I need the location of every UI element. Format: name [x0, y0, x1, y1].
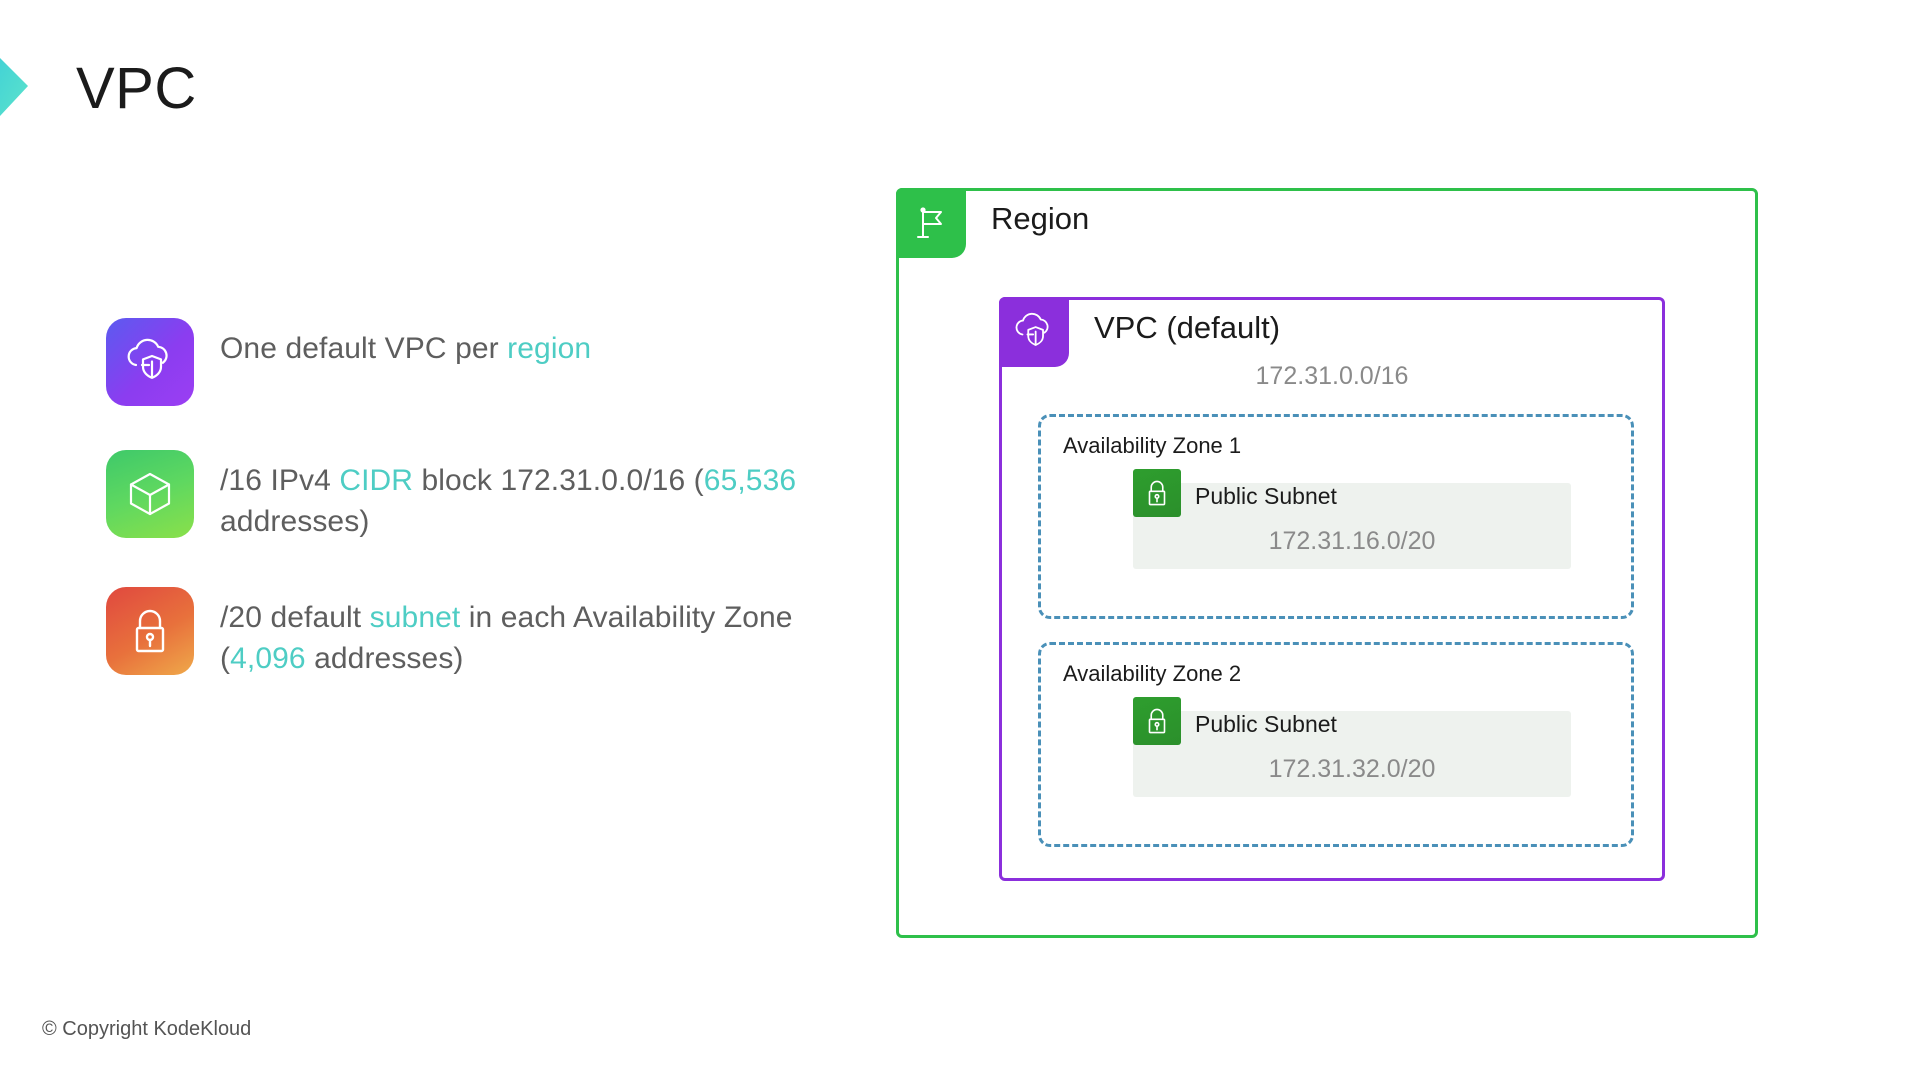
availability-zone-1: Availability Zone 1 Public Subnet 172.31…: [1038, 414, 1634, 619]
text-segment: in each Availability Zone (: [220, 600, 793, 676]
text-segment-highlight: CIDR: [339, 464, 414, 497]
lock-icon: [1133, 697, 1181, 745]
cloud-shield-icon: [999, 297, 1069, 367]
page-title: VPC: [76, 56, 197, 121]
availability-zone-2: Availability Zone 2 Public Subnet 172.31…: [1038, 642, 1634, 847]
lock-icon: [1133, 469, 1181, 517]
region-label: Region: [991, 201, 1090, 236]
subnet-cidr: 172.31.32.0/20: [1268, 755, 1436, 783]
list-item: /16 IPv4 CIDR block 172.31.0.0/16 (65,53…: [106, 450, 826, 543]
text-segment-highlight: subnet: [369, 600, 461, 634]
text-segment: /16 IPv4: [220, 464, 340, 497]
text-segment: One default VPC per: [220, 332, 508, 365]
cube-icon: [106, 450, 194, 538]
chevron-logo-icon: [0, 24, 62, 152]
list-item: One default VPC per region: [106, 318, 826, 406]
copyright-footer: © Copyright KodeKloud: [42, 1018, 252, 1040]
text-segment: addresses): [305, 642, 464, 676]
text-segment: addresses): [220, 505, 370, 539]
text-segment-highlight: 65,536: [703, 464, 797, 497]
flag-icon: [896, 188, 966, 258]
subnet-panel: Public Subnet 172.31.32.0/20: [1133, 697, 1571, 797]
cloud-shield-icon: [106, 318, 194, 406]
vpc-cidr: 172.31.0.0/16: [1255, 362, 1409, 390]
list-item-label: /16 IPv4 CIDR block 172.31.0.0/16 (65,53…: [220, 450, 826, 543]
list-item-label: One default VPC per region: [220, 318, 591, 369]
subnet-name: Public Subnet: [1195, 711, 1337, 737]
list-item: /20 default subnet in each Availability …: [106, 586, 826, 680]
subnet-name: Public Subnet: [1195, 483, 1337, 509]
text-segment: /20 default: [220, 600, 370, 634]
text-segment-highlight: 4,096: [230, 642, 306, 676]
lock-icon: [106, 586, 194, 675]
bullet-list: One default VPC per region /16 IPv4 CIDR…: [106, 318, 826, 680]
region-container: Region VPC (default) 172.31.0.0/16 Avail…: [896, 188, 1758, 938]
vpc-container: VPC (default) 172.31.0.0/16 Availability…: [999, 297, 1665, 881]
subnet-cidr: 172.31.16.0/20: [1268, 527, 1436, 555]
text-segment: block 172.31.0.0/16 (: [413, 464, 704, 497]
availability-zone-label: Availability Zone 2: [1063, 661, 1242, 686]
subnet-panel: Public Subnet 172.31.16.0/20: [1133, 469, 1571, 569]
vpc-label: VPC (default): [1094, 310, 1281, 345]
list-item-label: /20 default subnet in each Availability …: [220, 587, 826, 680]
availability-zone-label: Availability Zone 1: [1063, 433, 1242, 458]
text-segment-highlight: region: [507, 332, 592, 365]
